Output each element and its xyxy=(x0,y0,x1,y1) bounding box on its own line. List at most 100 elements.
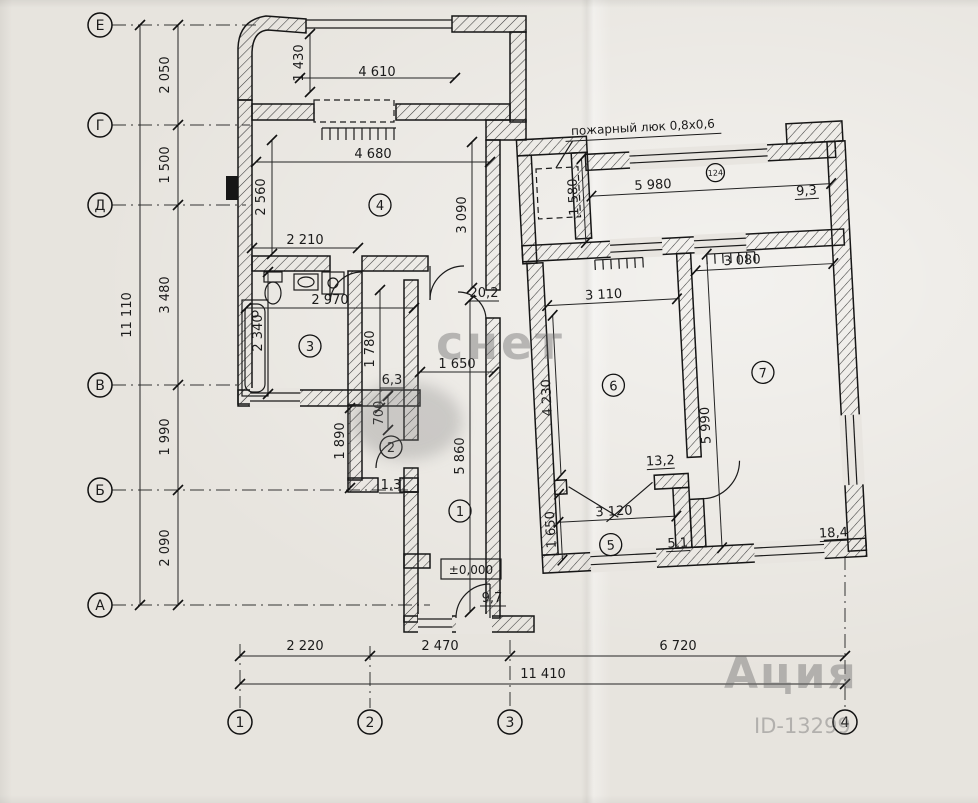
toilet xyxy=(263,271,283,305)
window-gap xyxy=(250,388,300,408)
dim-tick xyxy=(234,650,246,662)
dim-tick xyxy=(374,402,386,414)
dim-label: 1 650 xyxy=(438,357,475,372)
elevation-marker xyxy=(705,162,726,183)
axis-col-label: 4 xyxy=(841,715,850,731)
wall xyxy=(675,252,703,459)
elevation-marker-value: 124 xyxy=(708,168,724,178)
radiator-tooth xyxy=(706,254,708,265)
dim-tick xyxy=(344,482,356,494)
dim-label: 1 430 xyxy=(292,44,307,81)
sink-basin xyxy=(297,276,315,288)
area-underline xyxy=(646,467,675,471)
wall xyxy=(653,472,690,490)
dim-line xyxy=(591,183,832,197)
wall xyxy=(395,103,511,121)
radiator-tooth xyxy=(594,260,596,271)
dim-label: 2 970 xyxy=(311,293,348,308)
radiator-tooth xyxy=(634,257,636,268)
dim-tick xyxy=(488,366,500,378)
leader-line xyxy=(555,140,574,169)
dim-label: 3 110 xyxy=(585,287,623,304)
area-label: 6,3 xyxy=(382,373,403,388)
dim-tick xyxy=(553,488,565,501)
room-number: 5 xyxy=(606,538,615,553)
dim-tick xyxy=(690,264,701,277)
wall xyxy=(403,467,419,493)
note-underline xyxy=(565,132,722,142)
window-gap xyxy=(418,614,452,634)
wall xyxy=(451,15,527,33)
dim-label: 1 580 xyxy=(566,178,583,216)
dim-tick xyxy=(266,134,278,146)
dim-tick xyxy=(262,388,274,400)
axis-circle-col xyxy=(357,709,383,735)
dim-tick xyxy=(172,379,184,391)
dim-label: 1 890 xyxy=(333,422,348,459)
dim-line xyxy=(706,254,723,548)
dim-tick xyxy=(484,156,496,168)
toilet-bowl xyxy=(264,281,282,305)
dim-tick xyxy=(504,650,516,662)
dim-tick xyxy=(414,366,426,378)
dim-tick xyxy=(839,678,851,690)
dim-tick xyxy=(671,510,682,522)
wall xyxy=(553,479,568,496)
window xyxy=(754,551,825,557)
axis-col-label: 2 xyxy=(366,715,375,731)
radiator-tooth xyxy=(730,252,732,263)
dim-bottom-seg: 6 720 xyxy=(659,639,696,654)
dim-bottom-seg: 2 470 xyxy=(421,639,458,654)
area-underline xyxy=(666,549,691,553)
room-badge xyxy=(601,373,626,397)
bathtub-inner xyxy=(244,303,266,393)
wall xyxy=(785,120,844,145)
dim-left-seg: 3 480 xyxy=(158,276,173,313)
room-number: 2 xyxy=(387,441,395,456)
wall xyxy=(526,261,559,556)
washer-outline xyxy=(321,271,345,295)
balcony-door-gap xyxy=(693,232,747,255)
pilaster xyxy=(226,176,238,200)
dim-label: 3 080 xyxy=(723,252,761,269)
axis-row-label: Д xyxy=(95,198,106,214)
dim-tick xyxy=(266,248,278,260)
axis-row-label: В xyxy=(95,378,105,394)
dim-tick xyxy=(541,299,553,312)
dim-tick xyxy=(553,516,564,529)
radiator-tooth xyxy=(602,259,604,270)
dim-tick xyxy=(364,650,376,662)
dim-label: 2 210 xyxy=(286,233,323,248)
dimension-lines-right xyxy=(541,152,839,566)
dim-tick xyxy=(464,606,476,618)
dim-tick xyxy=(408,302,420,314)
door-gap xyxy=(456,614,492,634)
dim-label: 5 990 xyxy=(698,406,715,444)
dim-tick xyxy=(382,424,394,436)
window xyxy=(754,543,825,549)
dim-label: 4 610 xyxy=(358,65,395,80)
axis-circle-row xyxy=(87,192,113,218)
dim-line xyxy=(580,158,587,243)
room-number: 7 xyxy=(758,366,767,381)
door-swing xyxy=(457,291,487,321)
dim-left-seg: 1 990 xyxy=(158,418,173,455)
dim-left-overall: 11 110 xyxy=(120,292,135,338)
wall xyxy=(509,31,527,123)
door-swing xyxy=(329,271,363,303)
room-badge xyxy=(298,334,322,358)
dashed-opening xyxy=(313,99,395,123)
dim-label: 5 980 xyxy=(634,177,672,194)
area-underline xyxy=(819,539,848,543)
area-label: 5,1 xyxy=(667,536,688,552)
wall xyxy=(826,139,868,552)
dim-tick xyxy=(576,152,587,165)
dim-tick xyxy=(250,156,262,168)
axis-grid: Е Г Д В Б А 1 2 3 4 11 110 2 050 1 500 3… xyxy=(87,12,858,735)
dim-label: 4 680 xyxy=(354,147,391,162)
dim-tick xyxy=(466,136,478,148)
area-label: 9,7 xyxy=(482,591,503,606)
wall xyxy=(485,119,527,141)
window-gap xyxy=(629,142,768,171)
